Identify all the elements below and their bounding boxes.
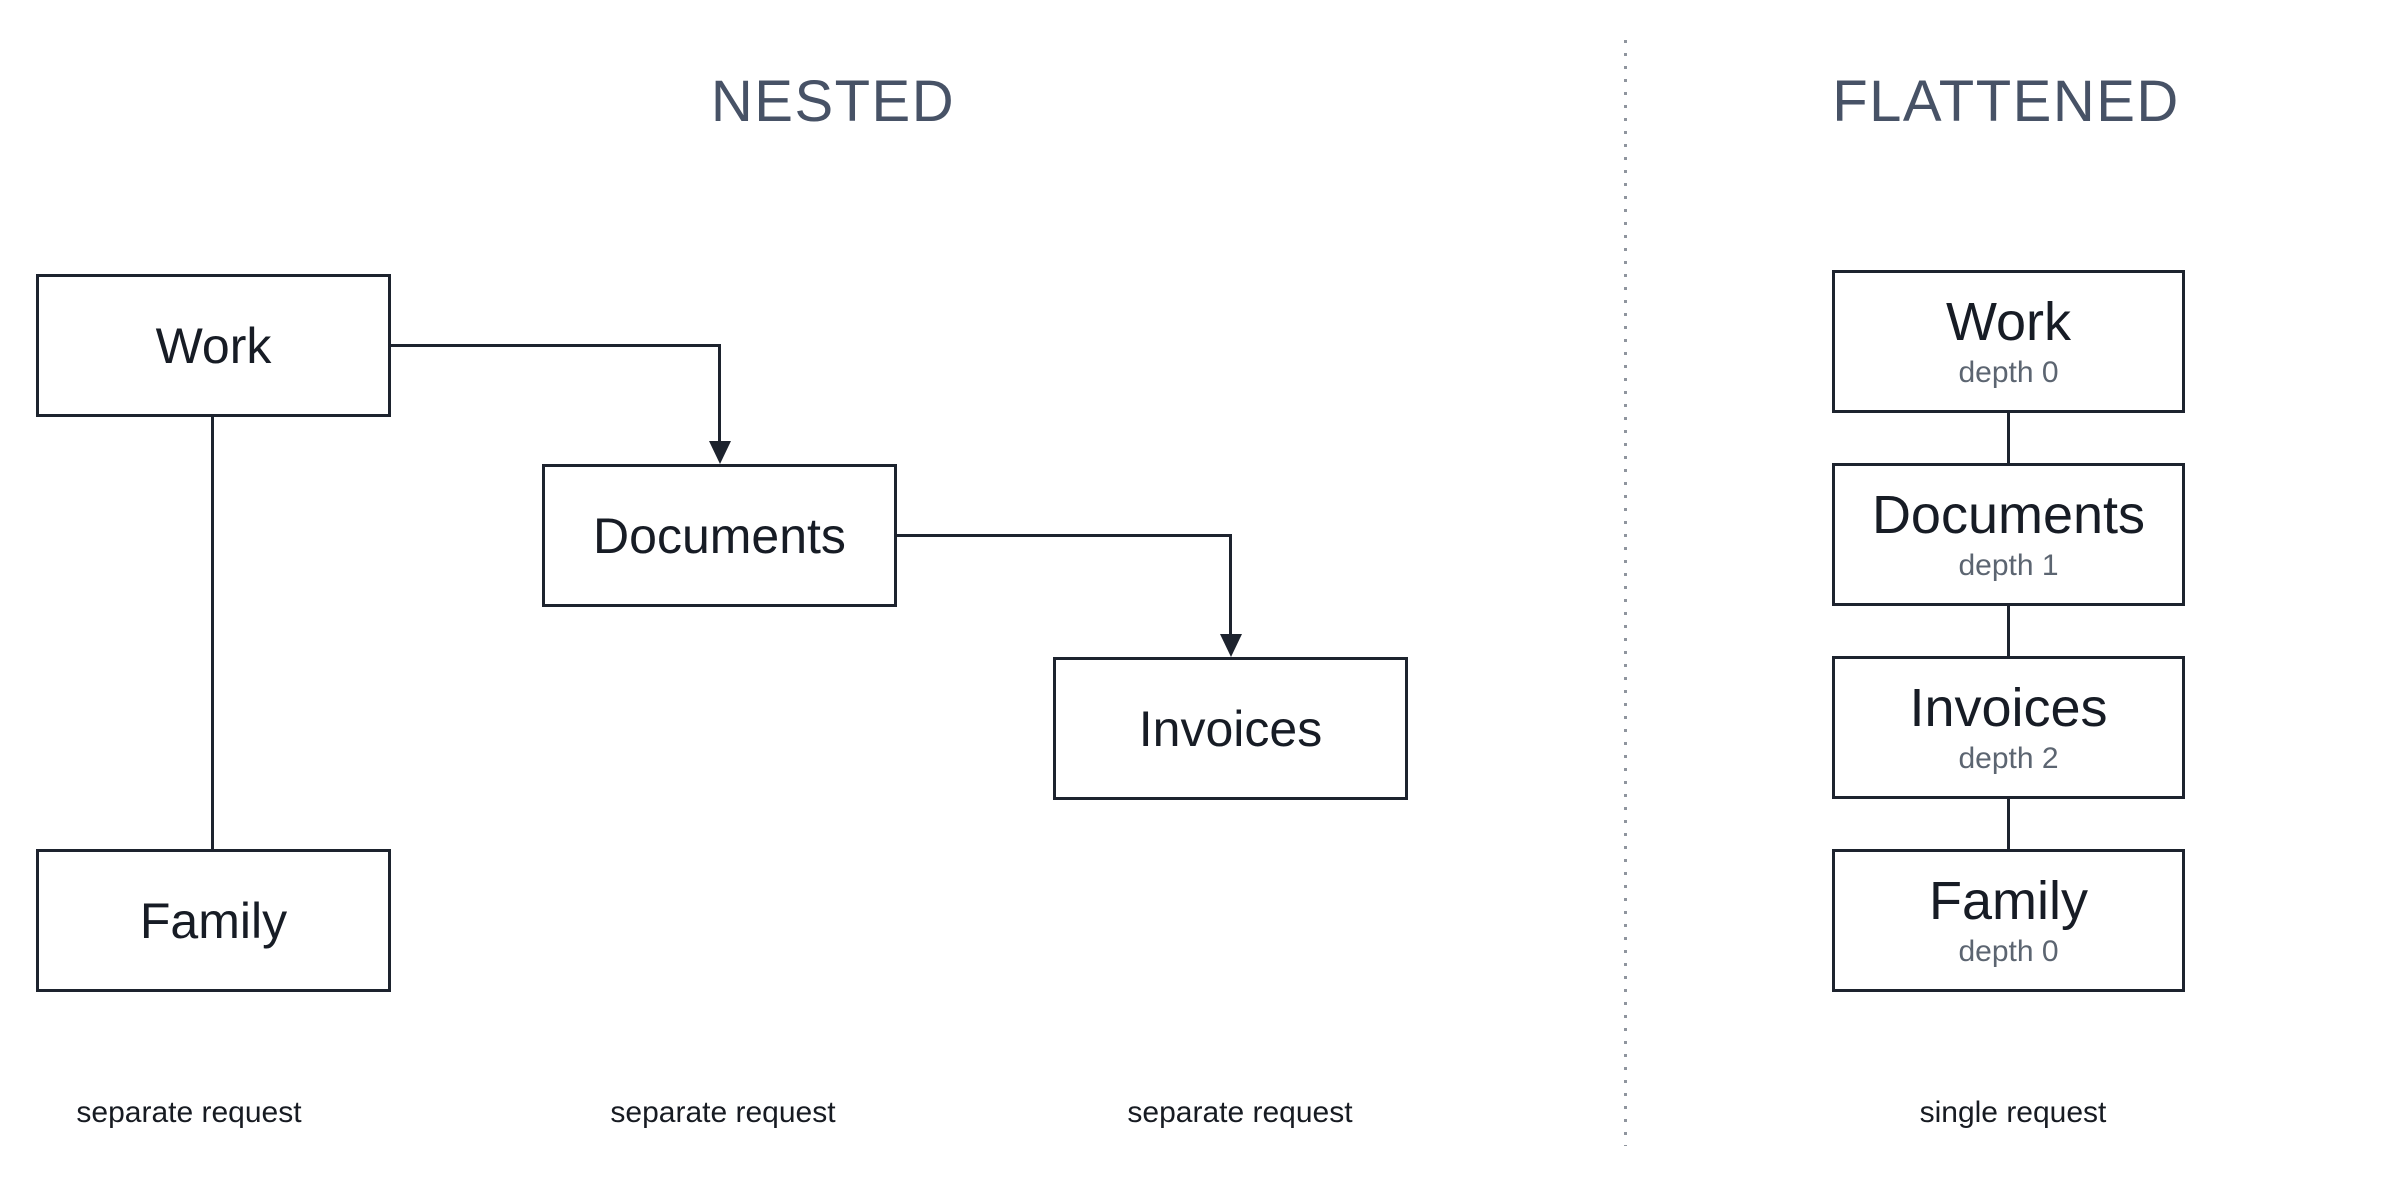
nested-node-documents: Documents [542, 464, 897, 607]
connector-flat-work-documents [2007, 413, 2010, 463]
caption-separate-request-documents: separate request [610, 1096, 836, 1129]
node-label: Family [1929, 870, 2088, 931]
connector-documents-invoices-horizontal [897, 534, 1231, 537]
node-label: Documents [593, 507, 846, 564]
caption-separate-request-work: separate request [76, 1096, 302, 1129]
section-divider-dotted-line [1624, 40, 1627, 1146]
node-label: Family [139, 892, 288, 949]
connector-flat-documents-invoices [2007, 606, 2010, 656]
node-label: Documents [1871, 484, 2146, 545]
flattened-node-documents: Documents depth 1 [1832, 463, 2185, 606]
node-label: Invoices [1909, 677, 2108, 738]
nested-node-work: Work [36, 274, 391, 417]
connector-work-documents-vertical [718, 344, 721, 444]
connector-flat-invoices-family [2007, 799, 2010, 849]
node-label: Invoices [1138, 700, 1323, 757]
node-label: Work [1945, 291, 2071, 352]
flattened-node-family: Family depth 0 [1832, 849, 2185, 992]
nested-node-invoices: Invoices [1053, 657, 1408, 800]
node-label: Work [155, 317, 272, 374]
connector-work-documents-horizontal [390, 344, 720, 347]
connector-documents-invoices-vertical [1229, 534, 1232, 637]
nested-section-title: NESTED [710, 69, 956, 134]
flattened-section-title: FLATTENED [1832, 69, 2180, 134]
caption-single-request: single request [1919, 1096, 2107, 1129]
node-depth-label: depth 2 [1958, 741, 2059, 775]
arrowhead-down-icon [1219, 634, 1242, 657]
node-depth-label: depth 0 [1958, 355, 2059, 389]
flattened-node-work: Work depth 0 [1832, 270, 2185, 413]
caption-separate-request-invoices: separate request [1127, 1096, 1353, 1129]
flattened-node-invoices: Invoices depth 2 [1832, 656, 2185, 799]
node-depth-label: depth 0 [1958, 934, 2059, 968]
nested-node-family: Family [36, 849, 391, 992]
node-depth-label: depth 1 [1958, 548, 2059, 582]
arrowhead-down-icon [708, 441, 731, 464]
connector-work-family [211, 417, 214, 849]
